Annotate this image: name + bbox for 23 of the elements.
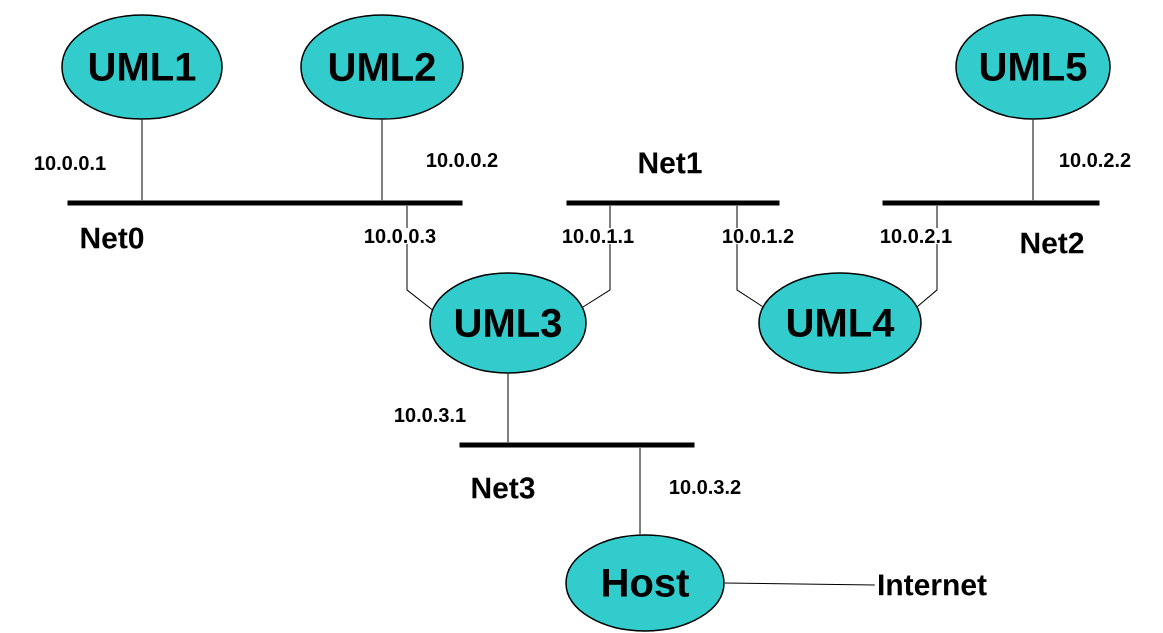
address-label: 10.0.0.3 — [362, 227, 438, 245]
connector-line — [381, 119, 383, 201]
address-label: 10.0.0.1 — [32, 154, 108, 172]
address-label: 10.0.1.2 — [720, 227, 796, 245]
address-label: 10.0.1.1 — [560, 227, 636, 245]
connector-line — [1032, 119, 1034, 201]
network-label: Net1 — [639, 152, 702, 174]
address-label: 10.0.3.1 — [392, 406, 468, 424]
connector-line — [141, 119, 143, 201]
network-label: Net0 — [81, 227, 144, 249]
connector-line — [736, 205, 764, 308]
connector-line — [406, 205, 433, 311]
address-label: 10.0.2.2 — [1057, 151, 1133, 169]
connector-line — [724, 582, 876, 586]
network-label: Net2 — [1021, 232, 1084, 254]
address-label: 10.0.3.2 — [667, 478, 743, 496]
connector-line — [639, 447, 641, 535]
address-label: 10.0.2.1 — [878, 227, 954, 245]
connector-line — [582, 205, 611, 308]
network-label: Internet — [879, 574, 987, 596]
address-label: 10.0.0.2 — [424, 151, 500, 169]
connector-line — [507, 373, 509, 443]
network-label: Net3 — [472, 477, 535, 499]
